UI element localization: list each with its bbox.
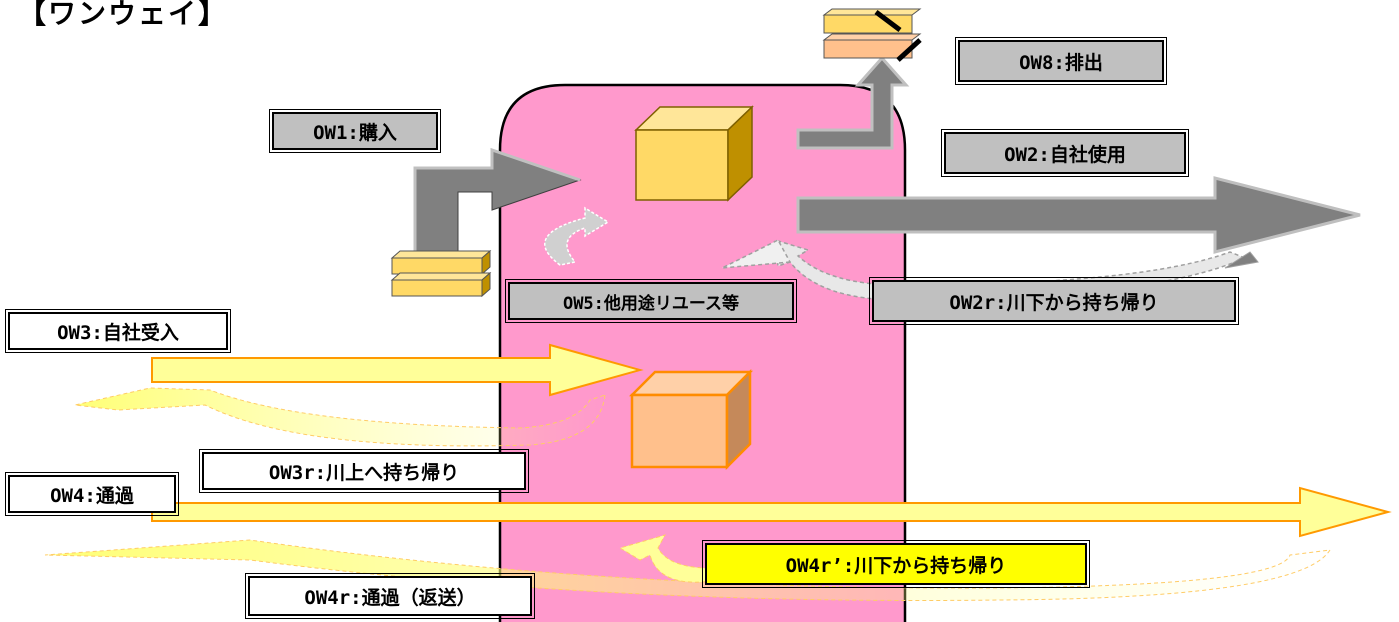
ow1-label: OW1:購入 [269,109,441,153]
ow2-label: OW2:自社使用 [941,129,1189,177]
ow8-arrow [796,55,910,150]
flat-container-icon [390,249,492,298]
ow3r-label: OW3r:川上へ持ち帰り [199,449,529,493]
ow1-arrow [413,147,582,259]
ow4-arrow [151,486,1392,538]
ow5-label: OW5:他用途リユース等 [505,279,797,323]
diagram-title: 【ワンウェイ】 [18,0,229,30]
container-box-icon [628,368,754,471]
ow2r-label: OW2r:川下から持ち帰り [869,277,1239,325]
container-box-icon [634,105,754,202]
discard-mark-icon [874,10,922,62]
ow5-reuse-arrow [544,206,610,266]
ow3r-arrow [74,387,606,447]
ow4r-prime-arrow [618,534,721,583]
ow4r-arrow [44,539,1331,601]
flat-container-icon [822,8,922,59]
ow4r-label: OW4r:通過（返送） [245,573,535,619]
ow2-arrow [796,176,1361,254]
ow3-label: OW3:自社受入 [5,309,231,353]
ow4-label: OW4:通過 [5,472,179,516]
ow3-arrow [151,343,644,397]
ow8-label: OW8:排出 [955,37,1167,85]
ow4r-prime-label: OW4r’:川下から持ち帰り [702,540,1090,588]
